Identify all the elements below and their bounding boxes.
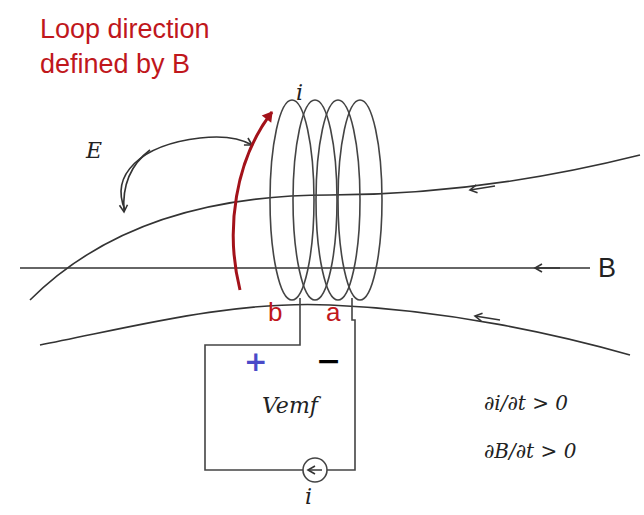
diagram-label: − [316, 344, 341, 379]
diagram-label: ∂B/∂t > 0 [484, 440, 576, 463]
e-field-loop [121, 137, 252, 210]
diagram-label: E [86, 138, 102, 163]
diagram-label: + [244, 346, 267, 378]
loop-direction-arrow [233, 112, 272, 290]
heading-note: Loop direction defined by B [40, 12, 255, 82]
diagram-label: i [305, 484, 312, 509]
diagram-label: Vemf [262, 393, 318, 418]
coil [205, 100, 382, 482]
diagram-label: b [268, 298, 282, 328]
diagram-label: i [296, 80, 303, 105]
e-field-arrow [124, 150, 150, 212]
diagram-label: B [598, 253, 616, 284]
field-lines [20, 155, 640, 355]
diagram-label: ∂i/∂t > 0 [484, 392, 568, 415]
diagram-label: a [326, 298, 340, 328]
